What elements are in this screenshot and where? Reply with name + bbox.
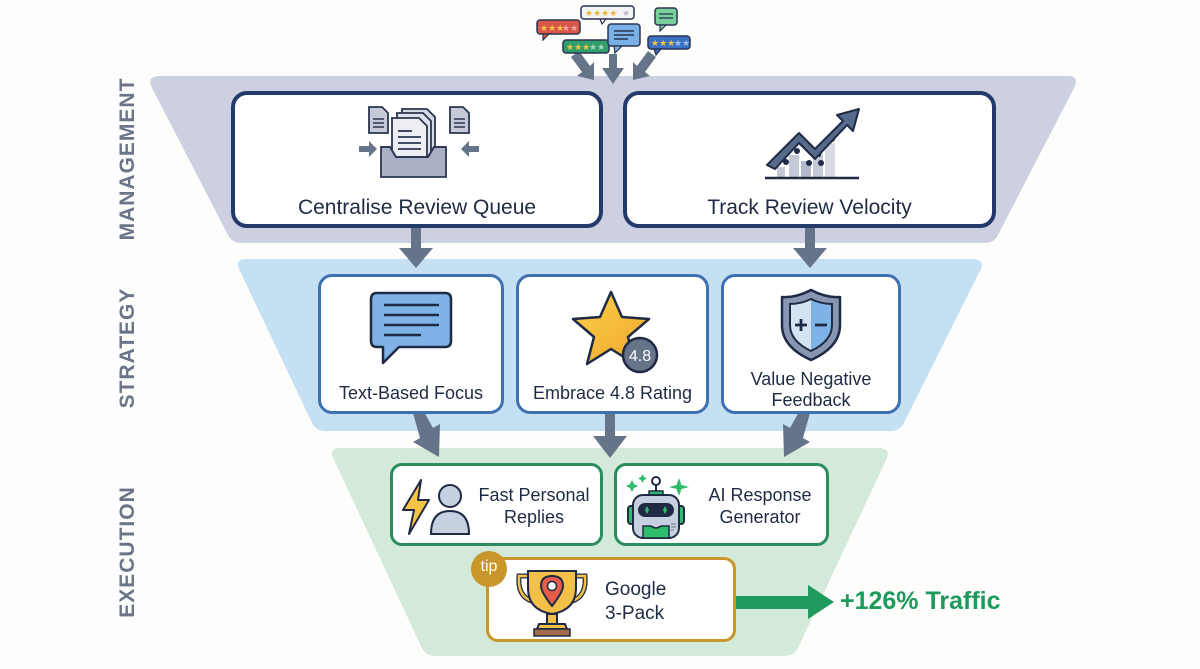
card-label-line1: Google: [605, 579, 667, 600]
arrow-down: [593, 412, 627, 458]
traffic-outcome: +126% Traffic: [840, 587, 1001, 615]
review-bubble-blue: [607, 23, 641, 55]
lightning-person-icon: [402, 479, 471, 535]
card-label: AI Response Generator: [697, 484, 823, 528]
card-centralise-review-queue[interactable]: Centralise Review Queue: [231, 91, 603, 228]
svg-text:★★★: ★★★: [651, 38, 675, 48]
incoming-arrows: [571, 51, 656, 84]
arrow-incoming-center: [602, 54, 624, 84]
svg-text:★★: ★★: [674, 38, 690, 48]
star-rating-icon: 4.8: [571, 290, 659, 374]
review-bubble-grey: ★★★★★: [580, 5, 635, 26]
tip-badge[interactable]: tip: [471, 551, 507, 587]
rating-badge: 4.8: [629, 348, 651, 365]
svg-text:★★: ★★: [562, 23, 578, 33]
svg-text:★★: ★★: [589, 42, 605, 52]
card-fast-personal-replies[interactable]: Fast Personal Replies: [390, 463, 603, 546]
card-label-line1: Fast Personal: [478, 485, 590, 505]
card-label: Fast Personal Replies: [471, 484, 597, 528]
arrow-diagonal-right: [783, 408, 810, 457]
strategy-to-exec-arrows: [413, 408, 810, 458]
arrow-incoming-right: [633, 51, 656, 80]
card-google-3-pack[interactable]: Google 3-Pack: [486, 557, 736, 642]
card-label-line1: Value Negative: [750, 369, 872, 389]
stage-label-strategy: STRATEGY: [116, 287, 139, 409]
arrow-incoming-left: [571, 51, 594, 80]
outcome-arrow: [735, 585, 834, 619]
review-bubble-navy: ★★★★★: [647, 35, 691, 56]
card-label-line2: Feedback: [771, 390, 851, 410]
card-label-line2: Generator: [719, 507, 801, 527]
card-value-negative-feedback[interactable]: Value Negative Feedback: [721, 274, 901, 414]
card-label-line2: Replies: [503, 507, 565, 527]
trophy-pin-icon: [516, 570, 588, 637]
chat-bubble-icon: [369, 291, 453, 365]
card-label-line2: 3-Pack: [605, 603, 665, 624]
card-text-based-focus[interactable]: Text-Based Focus: [318, 274, 504, 414]
card-label-line1: AI Response: [708, 485, 812, 505]
card-ai-response-generator[interactable]: AI Response Generator: [614, 463, 829, 546]
arrow-diagonal-left: [413, 408, 440, 457]
review-bubble-red: ★★★★★: [536, 19, 581, 42]
shield-plus-minus-icon: [780, 288, 842, 362]
svg-text:★★★★: ★★★★: [585, 8, 617, 18]
card-label: Centralise Review Queue: [297, 196, 537, 219]
card-label: Value Negative Feedback: [724, 369, 898, 411]
svg-text:★★★: ★★★: [566, 42, 590, 52]
arrow-down: [793, 226, 827, 268]
inbox-documents-icon: [359, 106, 479, 178]
review-bubbles-icon: ★★★★★ ★★★★★ ★★★★★ ★★★★★: [536, 5, 691, 56]
card-label: Text-Based Focus: [338, 383, 484, 403]
card-label: Google 3-Pack: [605, 578, 685, 626]
stage-label-management: MANAGEMENT: [116, 77, 139, 241]
mgmt-to-strategy-arrows: [399, 226, 827, 268]
card-label: Embrace 4.8 Rating: [532, 383, 693, 403]
stage-label-execution: EXECUTION: [116, 486, 139, 618]
review-bubble-green: ★★★★★: [562, 39, 610, 54]
arrow-down: [399, 226, 433, 268]
trend-chart-icon: [765, 108, 860, 180]
card-embrace-rating[interactable]: 4.8 Embrace 4.8 Rating: [516, 274, 709, 414]
svg-text:★★★: ★★★: [540, 23, 564, 33]
svg-text:★: ★: [622, 8, 630, 18]
card-track-review-velocity[interactable]: Track Review Velocity: [623, 91, 996, 228]
robot-icon: [626, 474, 689, 539]
review-bubble-green-text: [654, 7, 678, 33]
card-label: Track Review Velocity: [707, 196, 912, 219]
